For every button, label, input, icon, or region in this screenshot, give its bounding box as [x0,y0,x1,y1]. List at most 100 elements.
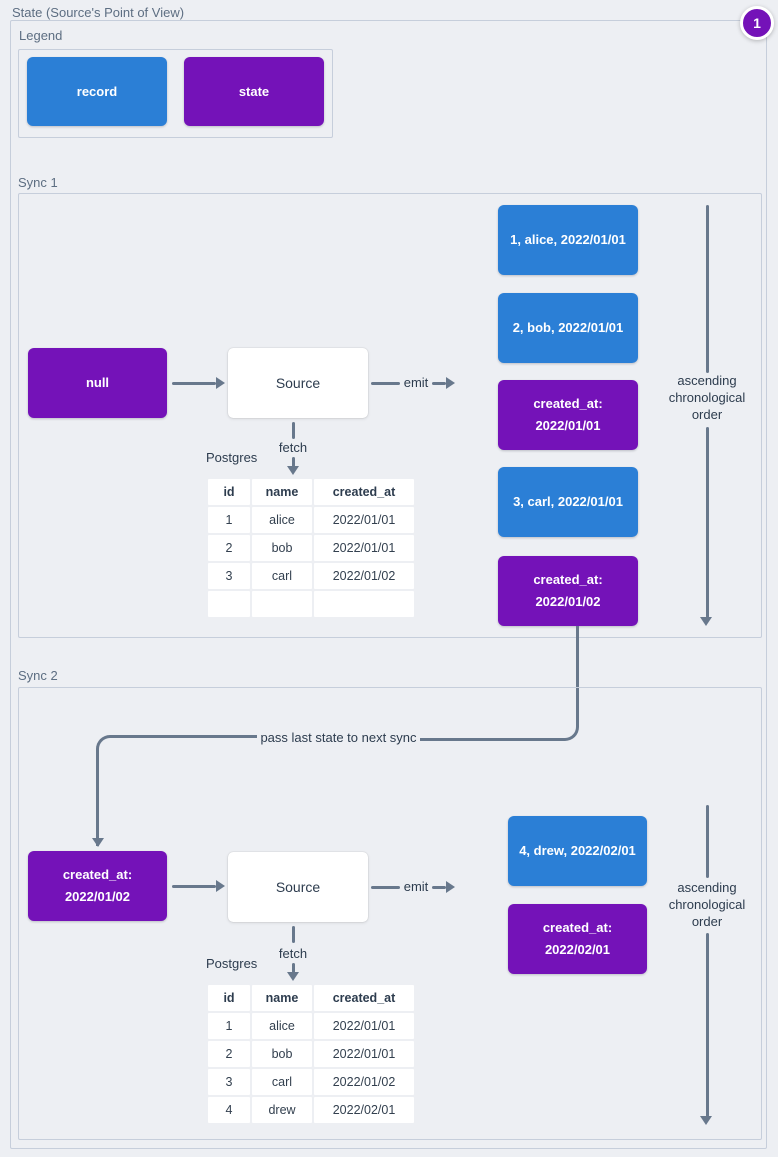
table-cell: 4 [208,1097,250,1123]
sync2-fetch-line2 [292,963,295,973]
sync2-emit-line-left [371,886,400,889]
sync2-order-arrowhead-icon [700,1116,712,1125]
sync2-emit-label: emit [403,879,429,894]
legend-title: Legend [19,28,63,43]
record-text: 2, bob, 2022/01/01 [512,320,624,335]
sync2-state-to-source-arrowhead-icon [216,880,225,892]
table-cell [208,591,250,617]
sync2-fetch-arrowhead-icon [287,972,299,981]
sync2-order-note: ascending chronological order [668,880,746,929]
table-row: 2 bob 2022/01/01 [208,1041,414,1067]
pass-state-arrowhead-icon [92,838,104,847]
sync1-order-arrow-line-top [706,205,709,373]
pass-state-connector-right [420,626,579,741]
table-header-cell: name [252,985,312,1011]
table-row: 3 carl 2022/01/02 [208,563,414,589]
table-row: 1 alice 2022/01/01 [208,507,414,533]
sync2-postgres-table: id name created_at 1 alice 2022/01/01 2 … [206,983,416,1125]
table-cell: 2022/02/01 [314,1097,414,1123]
record-node: 3, carl, 2022/01/01 [498,467,638,537]
sync2-state-to-source-arrow-line [172,885,216,888]
annotation-badge: 1 [740,6,774,40]
sync2-source-node: Source [228,852,368,922]
table-cell: bob [252,535,312,561]
sync1-emit-line-right [432,382,446,385]
record-text: 4, drew, 2022/02/01 [519,843,636,858]
pass-state-connector-left [96,735,260,846]
table-header-cell: created_at [314,479,414,505]
sync2-postgres-label: Postgres [206,956,258,971]
sync2-fetch-label: fetch [278,946,308,961]
sync1-source-node: Source [228,348,368,418]
table-cell: 2022/01/02 [314,563,414,589]
legend-record-label: record [76,83,118,99]
sync1-postgres-label: Postgres [206,450,258,465]
state-text-line2: 2022/01/01 [535,418,601,433]
table-cell: 2022/01/01 [314,507,414,533]
table-cell: 3 [208,1069,250,1095]
state-text-line1: created_at: [533,396,603,411]
sync2-order-arrow-line-top [706,805,709,878]
table-cell: 2022/01/01 [314,535,414,561]
pass-state-label: pass last state to next sync [257,729,420,746]
sync1-state-to-source-arrowhead-icon [216,377,225,389]
sync1-group-border [18,193,762,638]
table-cell: 2022/01/01 [314,1013,414,1039]
sync2-group-border [18,687,762,1140]
table-row [208,591,414,617]
table-cell: 1 [208,1013,250,1039]
table-cell [252,591,312,617]
sync2-order-arrow-line-bottom [706,933,709,1117]
table-row: 3 carl 2022/01/02 [208,1069,414,1095]
record-text: 1, alice, 2022/01/01 [510,232,626,247]
sync1-order-note: ascending chronological order [668,373,746,422]
table-cell [314,591,414,617]
table-cell: 3 [208,563,250,589]
sync1-postgres-table: id name created_at 1 alice 2022/01/01 2 … [206,477,416,619]
table-header-cell: id [208,479,250,505]
sync1-fetch-arrowhead-icon [287,466,299,475]
table-cell: 2022/01/01 [314,1041,414,1067]
sync1-input-state-text: null [85,375,110,390]
sync1-input-state-node: null [28,348,167,418]
sync1-order-arrow-line-bottom [706,427,709,618]
sync2-emit-line-right [432,886,446,889]
sync1-state-to-source-arrow-line [172,382,216,385]
sync1-emit-label: emit [403,375,429,390]
table-cell: alice [252,1013,312,1039]
legend-record-swatch: record [27,57,167,126]
record-node: 4, drew, 2022/02/01 [508,816,647,886]
table-header-row: id name created_at [208,479,414,505]
sync1-fetch-line2 [292,457,295,467]
table-header-cell: name [252,479,312,505]
sync1-emit-arrowhead-icon [446,377,455,389]
state-text-line1: created_at: [533,572,603,587]
sync2-source-label: Source [275,879,321,895]
record-node: 2, bob, 2022/01/01 [498,293,638,363]
table-cell: bob [252,1041,312,1067]
sync2-emit-arrowhead-icon [446,881,455,893]
sync2-input-state-line2: 2022/01/02 [64,889,131,904]
sync1-fetch-label: fetch [278,440,308,455]
table-cell: carl [252,563,312,589]
table-cell: alice [252,507,312,533]
table-cell: carl [252,1069,312,1095]
legend-state-swatch: state [184,57,324,126]
sync1-fetch-line [292,422,295,439]
state-text-line2: 2022/02/01 [544,942,611,957]
table-row: 2 bob 2022/01/01 [208,535,414,561]
sync2-input-state-line1: created_at: [62,867,133,882]
table-cell: 2 [208,535,250,561]
state-text-line2: 2022/01/02 [535,594,601,609]
table-row: 1 alice 2022/01/01 [208,1013,414,1039]
sync1-title: Sync 1 [18,175,58,190]
table-row: 4 drew 2022/02/01 [208,1097,414,1123]
sync1-source-label: Source [275,375,321,391]
state-text-line1: created_at: [542,920,613,935]
legend-group-border [18,49,333,138]
page-title: State (Source's Point of View) [12,5,185,20]
sync1-emit-line-left [371,382,400,385]
state-node: created_at: 2022/01/02 [498,556,638,626]
sync2-input-state-node: created_at: 2022/01/02 [28,851,167,921]
